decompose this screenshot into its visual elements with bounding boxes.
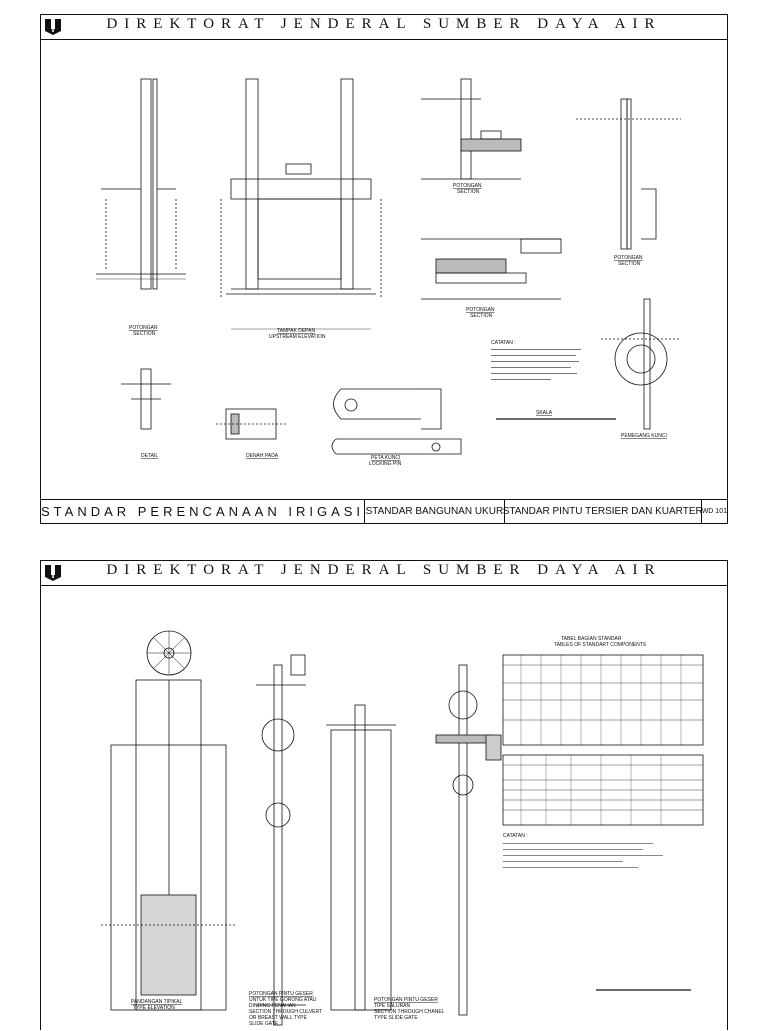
table-title-english: TABLES OF STANDART COMPONENTS: [554, 642, 647, 648]
caption-channel-2: TIPE SALURAN: [374, 1003, 411, 1009]
notes-heading: CATATAN :: [491, 340, 516, 346]
caption-upstream-elevation: UPSTREAM ELEVATION: [269, 334, 326, 340]
table-title-indonesian: TABEL BAGIAN STANDAR: [561, 636, 622, 642]
caption-channel-3: SECTION THROUGH CHANEL: [374, 1009, 445, 1015]
caption-channel-4: TYPE SLIDE GATE: [374, 1015, 418, 1021]
caption-section-e: SECTION: [618, 261, 641, 267]
footer-subtitle-1: STANDAR BANGUNAN UKUR: [365, 500, 505, 523]
caption-culvert-2: UNTUK TIPE GORONG ATAU: [249, 997, 317, 1003]
caption-potongan-a: POTONGAN: [129, 325, 158, 331]
sheet-2-drawings: CATATAN : TABEL BAGIAN STANDAR TABLES OF…: [101, 630, 704, 1027]
caption-culvert-6: SLIDE GATE: [249, 1021, 279, 1027]
caption-denah-pada: DENAH PADA: [246, 453, 279, 459]
sheet-2-notes-block: CATATAN :: [503, 833, 663, 868]
caption-channel-1: POTONGAN PINTU GESER: [374, 997, 438, 1003]
caption-section-a: SECTION: [133, 331, 156, 337]
caption-potongan-b: POTONGAN: [466, 307, 495, 313]
sheet-2-notes-heading: CATATAN :: [503, 833, 528, 839]
sheet-1-footer: STANDAR PERENCANAAN IRIGASI STANDAR BANG…: [41, 499, 727, 523]
footer-drawing-code: WD 101: [701, 508, 727, 515]
caption-culvert-4: SECTION THROUGH CULVERT: [249, 1009, 322, 1015]
drawing-sheet-2: DIREKTORAT JENDERAL SUMBER DAYA AIR: [40, 560, 728, 1030]
caption-skala: SKALA: [536, 410, 553, 416]
caption-pemegang-kunci: PEMEGANG KUNCI: [621, 433, 667, 439]
caption-locking-pin: LOCKING PIN: [369, 461, 402, 467]
caption-section-b: SECTION: [470, 313, 493, 319]
sheet-2-header: DIREKTORAT JENDERAL SUMBER DAYA AIR: [106, 562, 662, 578]
sheet-1-drawings: CATATAN : POTONGAN SECTION TAMPAK DEPAN …: [96, 78, 681, 467]
caption-potongan-c: POTONGAN: [453, 183, 482, 189]
caption-section-c: SECTION: [457, 189, 480, 195]
caption-potongan-e: POTONGAN: [614, 255, 643, 261]
caption-peta-kunci: PETA KUNCI: [371, 455, 400, 461]
notes-block: CATATAN :: [491, 340, 581, 380]
footer-main-title: STANDAR PERENCANAAN IRIGASI: [41, 500, 366, 523]
caption-type-elevation: TYPE ELEVATION: [133, 1005, 175, 1011]
ministry-logo-icon: [45, 565, 61, 581]
caption-culvert-5: OR BREAST WALL TYPE: [249, 1015, 307, 1021]
caption-pandangan-tipikal: PANDANGAN TIPIKAL: [131, 999, 182, 1005]
sheet-1-title-bar: DIREKTORAT JENDERAL SUMBER DAYA AIR: [41, 15, 727, 40]
caption-tampak-depan: TAMPAK DEPAN: [277, 328, 315, 334]
ministry-logo-icon: [45, 19, 61, 35]
footer-subtitle-2: STANDAR PINTU TERSIER DAN KUARTER: [503, 500, 703, 523]
caption-culvert-3: DINDING PENAHAN: [249, 1003, 296, 1009]
caption-culvert-1: POTONGAN PINTU GESER: [249, 991, 313, 997]
drawing-sheet-1: DIREKTORAT JENDERAL SUMBER DAYA AIR: [40, 14, 728, 524]
sheet-1-header: DIREKTORAT JENDERAL SUMBER DAYA AIR: [106, 16, 662, 32]
caption-detail: DETAIL: [141, 453, 158, 459]
sheet-2-title-bar: DIREKTORAT JENDERAL SUMBER DAYA AIR: [41, 561, 727, 586]
